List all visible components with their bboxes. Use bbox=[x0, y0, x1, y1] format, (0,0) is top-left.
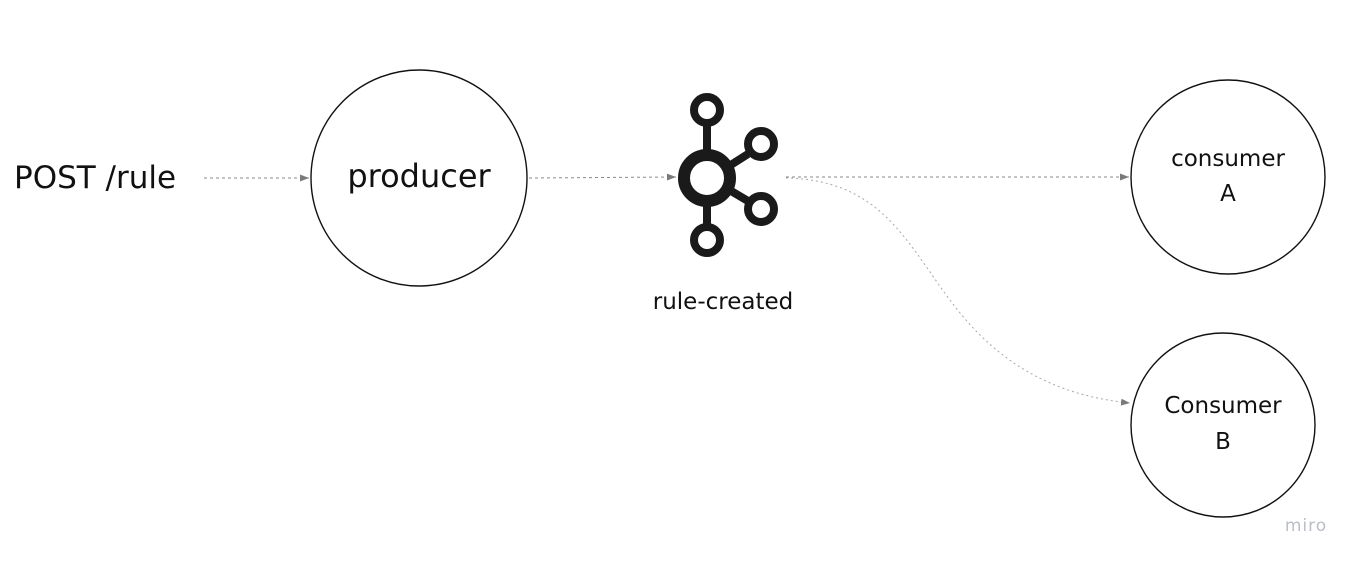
consumer-a-label-line1: consumer bbox=[1171, 146, 1285, 172]
request-label: POST /rule bbox=[14, 160, 176, 196]
producer-node[interactable]: producer bbox=[310, 69, 528, 287]
consumer-b-node[interactable]: Consumer B bbox=[1130, 332, 1316, 518]
consumer-a-label-line2: A bbox=[1220, 181, 1236, 207]
consumer-b-circle bbox=[1130, 332, 1316, 518]
consumer-a-circle bbox=[1130, 79, 1326, 275]
miro-watermark: miro bbox=[1285, 516, 1327, 536]
producer-circle bbox=[310, 69, 528, 287]
producer-label: producer bbox=[347, 157, 491, 195]
consumer-b-label-line2: B bbox=[1215, 429, 1231, 455]
edge-topic-to-consumer-b bbox=[785, 177, 1131, 406]
topic-label: rule-created bbox=[653, 289, 793, 315]
kafka-icon[interactable] bbox=[678, 93, 778, 257]
consumer-b-label-line1: Consumer bbox=[1164, 393, 1282, 419]
edge-producer-to-topic bbox=[528, 173, 677, 181]
consumer-a-node[interactable]: consumer A bbox=[1130, 79, 1326, 275]
